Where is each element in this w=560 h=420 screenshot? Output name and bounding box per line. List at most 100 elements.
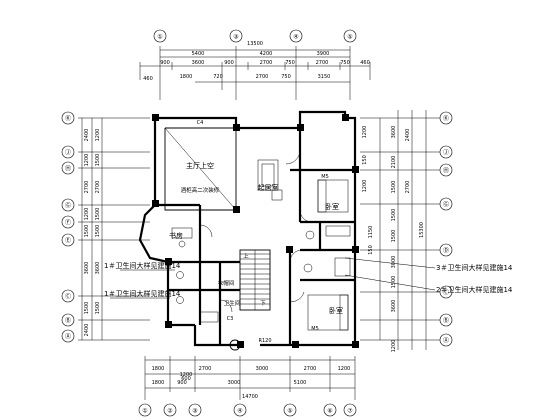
dim-bottom-extra-1: 1200	[180, 372, 193, 378]
interior-walls	[155, 127, 355, 345]
dim-left-6: 3600	[84, 262, 90, 275]
callout-bath-2: 2＃卫生间大样见建施14	[436, 285, 513, 294]
left-axis-bubbles: Ⓚ Ⓙ Ⓗ Ⓖ Ⓕ Ⓔ Ⓒ Ⓑ Ⓐ	[61, 111, 75, 343]
dim-bottom-total: 14700	[242, 394, 258, 400]
dim-left-8: 2400	[84, 324, 90, 337]
dim-left-4: 1200	[84, 208, 90, 221]
axis-left-h: Ⓗ	[65, 165, 71, 173]
dim-left2-6: 3600	[95, 262, 101, 275]
dim-top-2g: 750	[340, 60, 350, 66]
tag-c4: C4	[197, 120, 204, 126]
dim-left-2: 1200	[84, 154, 90, 167]
dim-top-3a: 1800	[180, 74, 193, 80]
axis-bottom-2: ②	[167, 408, 173, 415]
dim-bottom-2b: 900	[177, 380, 187, 386]
columns	[152, 114, 359, 348]
right-axis-bubbles: Ⓚ Ⓙ Ⓗ Ⓖ Ⓓ Ⓒ Ⓑ Ⓐ	[439, 111, 453, 347]
dim-right2-2: 2700	[405, 181, 411, 194]
dim-right-small-5: 150	[368, 245, 374, 255]
top-axis-bubbles: ① ③ ④ ⑤	[153, 29, 357, 43]
room-study: 书房	[169, 231, 183, 240]
dim-top-3b: 720	[213, 74, 223, 80]
room-bedroom-2: 卧室	[329, 306, 343, 315]
dim-top-2a: 900	[160, 60, 170, 66]
dim-right-3: 1500	[391, 181, 397, 194]
dim-top-3d: 750	[281, 74, 291, 80]
dim-right-small-2: 150	[362, 155, 368, 165]
dim-bottom-1c: 3000	[256, 366, 269, 372]
dim-bottom-2a: 1800	[152, 380, 165, 386]
dim-right-7: 1500	[391, 276, 397, 289]
dim-bottom-1e: 1200	[338, 366, 351, 372]
furniture	[171, 159, 351, 331]
dim-left-1: 2400	[84, 129, 90, 142]
dim-right-2: 2100	[391, 156, 397, 169]
axis-bottom-4: ④	[237, 408, 242, 415]
room-labels: 主厅上空 酒柜高二次装修 起居室 卧室 卧室 书房 衣帽间 卫生间 上 下	[169, 161, 343, 315]
dim-top-1b: 4200	[260, 51, 273, 57]
dim-bottom-1d: 2700	[304, 366, 317, 372]
callout-bath-4: 1＃卫生间大样见建施14	[104, 261, 181, 270]
dim-top-1c: 3900	[317, 51, 330, 57]
dim-bottom-extra-2: 600	[181, 376, 191, 382]
axis-right-d: Ⓓ	[443, 247, 449, 255]
callouts: 3＃卫生间大样见建施14 2＃卫生间大样见建施14 1＃卫生间大样见建施14 1…	[104, 257, 513, 299]
dim-left2-2: 1500	[95, 154, 101, 167]
axis-bottom-3: ③	[192, 408, 197, 415]
axis-left-k: Ⓚ	[65, 115, 71, 123]
dim-right2-total: 15300	[419, 222, 425, 238]
dim-top-edge-left: 460	[143, 76, 153, 82]
dim-top-3e: 3150	[318, 74, 331, 80]
dim-top-2d: 2700	[260, 60, 273, 66]
dim-right-1: 3600	[391, 126, 397, 139]
dim-top-edge-right: 460	[360, 60, 370, 66]
stair-treads	[240, 253, 270, 305]
dim-top-1a: 5400	[192, 51, 205, 57]
room-living: 起居室	[258, 183, 279, 192]
axis-bottom-6: ⑥	[327, 408, 332, 415]
element-tags: C4 M5 M5 C3 R120	[197, 120, 329, 344]
room-bath: 卫生间	[224, 299, 241, 307]
dim-right-8: 3600	[391, 300, 397, 313]
stair-up: 上	[243, 252, 249, 260]
tag-r120: R120	[258, 338, 271, 344]
axis-right-j: Ⓙ	[443, 149, 449, 157]
axis-left-f: Ⓕ	[65, 219, 71, 227]
dim-right-small-1: 1200	[362, 126, 368, 139]
tag-c3: C3	[227, 316, 234, 322]
axis-right-k: Ⓚ	[443, 115, 449, 123]
dim-top-total: 13500	[247, 41, 263, 47]
callout-bath-3: 3＃卫生间大样见建施14	[436, 263, 513, 272]
top-dimensions: 13500 5400 4200 3900 900 3600 900 2700 7…	[139, 41, 371, 100]
dim-top-3c: 2700	[256, 74, 269, 80]
axis-right-h: Ⓗ	[443, 167, 449, 175]
dim-left2-5: 1500	[95, 225, 101, 238]
axis-top-3: ③	[233, 34, 238, 41]
axis-right-c: Ⓒ	[443, 289, 449, 297]
dim-right-small-3: 1200	[362, 180, 368, 193]
axis-left-g: Ⓖ	[65, 202, 71, 210]
axis-bottom-7: ⑦	[347, 408, 353, 415]
axis-left-a: Ⓐ	[65, 333, 71, 341]
dim-bottom-2d: 5100	[294, 380, 307, 386]
room-bedroom-1: 卧室	[325, 202, 339, 211]
dim-top-2e: 750	[285, 60, 295, 66]
axis-left-b: Ⓑ	[65, 317, 71, 325]
tag-m5-1: M5	[321, 174, 329, 180]
tag-m5-2: M5	[311, 326, 319, 332]
dim-bottom-1b: 2700	[199, 366, 212, 372]
axis-bottom-5: ⑤	[287, 408, 292, 415]
dim-bottom-2c: 3000	[228, 380, 241, 386]
axis-right-a: Ⓐ	[443, 337, 449, 345]
dim-right-5: 1500	[391, 230, 397, 243]
axis-right-g: Ⓖ	[443, 201, 449, 209]
dim-top-2f: 2700	[316, 60, 329, 66]
right-dimensions: 3600 2100 1500 1500 1500 3000 1500 3600 …	[360, 110, 440, 352]
dim-top-2c: 900	[224, 60, 234, 66]
left-dimensions: 2400 1200 2700 1200 1500 3600 1500 2400 …	[78, 117, 150, 341]
dim-left2-4: 1500	[95, 208, 101, 221]
axis-top-1: ①	[157, 34, 162, 41]
axis-top-4: ④	[293, 34, 298, 41]
dim-left2-7: 1500	[95, 302, 101, 315]
